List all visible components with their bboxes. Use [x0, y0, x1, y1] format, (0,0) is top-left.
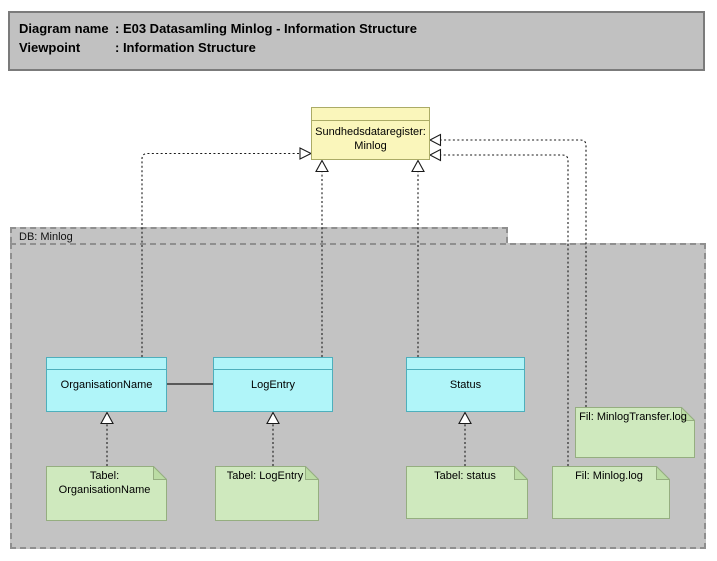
relation-filminlog-to-register[interactable] — [428, 148, 569, 467]
relation-logentry-to-register[interactable] — [315, 159, 329, 358]
relation-organisationname-to-register[interactable] — [141, 147, 313, 357]
diagram-header: Diagram name : E03 Datasamling Minlog - I… — [8, 11, 705, 71]
node-sundhedsdataregister-label: Sundhedsdataregister: Minlog — [315, 126, 426, 152]
realization-arrowhead-icon — [315, 159, 329, 173]
note-fil-minlog-log-label: Fil: Minlog.log — [575, 470, 643, 482]
note-fold-icon — [514, 466, 528, 480]
diagram-name-row: Diagram name : E03 Datasamling Minlog - I… — [19, 19, 703, 38]
diagram-name-value: : E03 Datasamling Minlog - Information S… — [115, 21, 417, 36]
note-fil-minlogtransfer-log-label: Fil: MinlogTransfer.log — [579, 411, 687, 423]
node-logentry-label: LogEntry — [250, 379, 296, 392]
node-logentry[interactable]: LogEntry — [213, 357, 333, 412]
note-shape — [575, 407, 695, 458]
note-fil-minlog-log[interactable]: Fil: Minlog.log — [552, 466, 670, 519]
note-tabel-organisationname[interactable]: Tabel: OrganisationName — [46, 466, 167, 521]
realization-arrowhead-icon — [266, 411, 280, 425]
node-status[interactable]: Status — [406, 357, 525, 412]
diagram-name-label: Diagram name — [19, 21, 109, 36]
node-status-label: Status — [449, 379, 482, 392]
realization-arrowhead-icon — [411, 159, 425, 173]
note-shape — [552, 466, 670, 519]
realization-arrowhead-icon — [458, 411, 472, 425]
viewpoint-label: Viewpoint — [19, 40, 81, 55]
viewpoint-row: Viewpoint : Information Structure — [19, 38, 703, 57]
note-tabel-status-label: Tabel: status — [434, 470, 496, 482]
note-tabel-organisationname-label: Tabel: OrganisationName — [58, 470, 151, 496]
note-fil-minlogtransfer-log[interactable]: Fil: MinlogTransfer.log — [575, 407, 695, 458]
boundary-db-minlog-label: DB: Minlog — [19, 231, 73, 243]
node-header-compartment — [47, 358, 166, 370]
viewpoint-value: : Information Structure — [115, 40, 256, 55]
relation-status-to-register[interactable] — [411, 159, 425, 358]
note-shape — [46, 466, 167, 521]
relation-filminlogtransfer-to-register[interactable] — [428, 133, 587, 408]
node-header-compartment — [407, 358, 524, 370]
relation-tabelorganisation-to-organisationname[interactable] — [100, 411, 114, 467]
note-fold-icon — [153, 466, 167, 480]
note-tabel-status[interactable]: Tabel: status — [406, 466, 528, 519]
relation-tabellogentry-to-logentry[interactable] — [266, 411, 280, 467]
note-tabel-logentry[interactable]: Tabel: LogEntry — [215, 466, 319, 521]
note-fold-icon — [656, 466, 670, 480]
realization-arrowhead-icon — [100, 411, 114, 425]
node-organisationname[interactable]: OrganisationName — [46, 357, 167, 412]
note-tabel-logentry-label: Tabel: LogEntry — [226, 470, 304, 482]
node-organisationname-label: OrganisationName — [60, 379, 153, 392]
note-shape — [406, 466, 528, 519]
realization-arrowhead-icon — [428, 133, 442, 147]
node-header-compartment — [214, 358, 332, 370]
node-header-compartment — [312, 108, 429, 121]
realization-arrowhead-icon — [428, 148, 442, 162]
note-shape — [215, 466, 319, 521]
realization-arrowhead-icon — [299, 147, 313, 160]
note-fold-icon — [305, 466, 319, 480]
note-fold-icon — [681, 407, 695, 421]
node-sundhedsdataregister-minlog[interactable]: Sundhedsdataregister: Minlog — [311, 107, 430, 160]
relation-tabelstatus-to-status[interactable] — [458, 411, 472, 467]
